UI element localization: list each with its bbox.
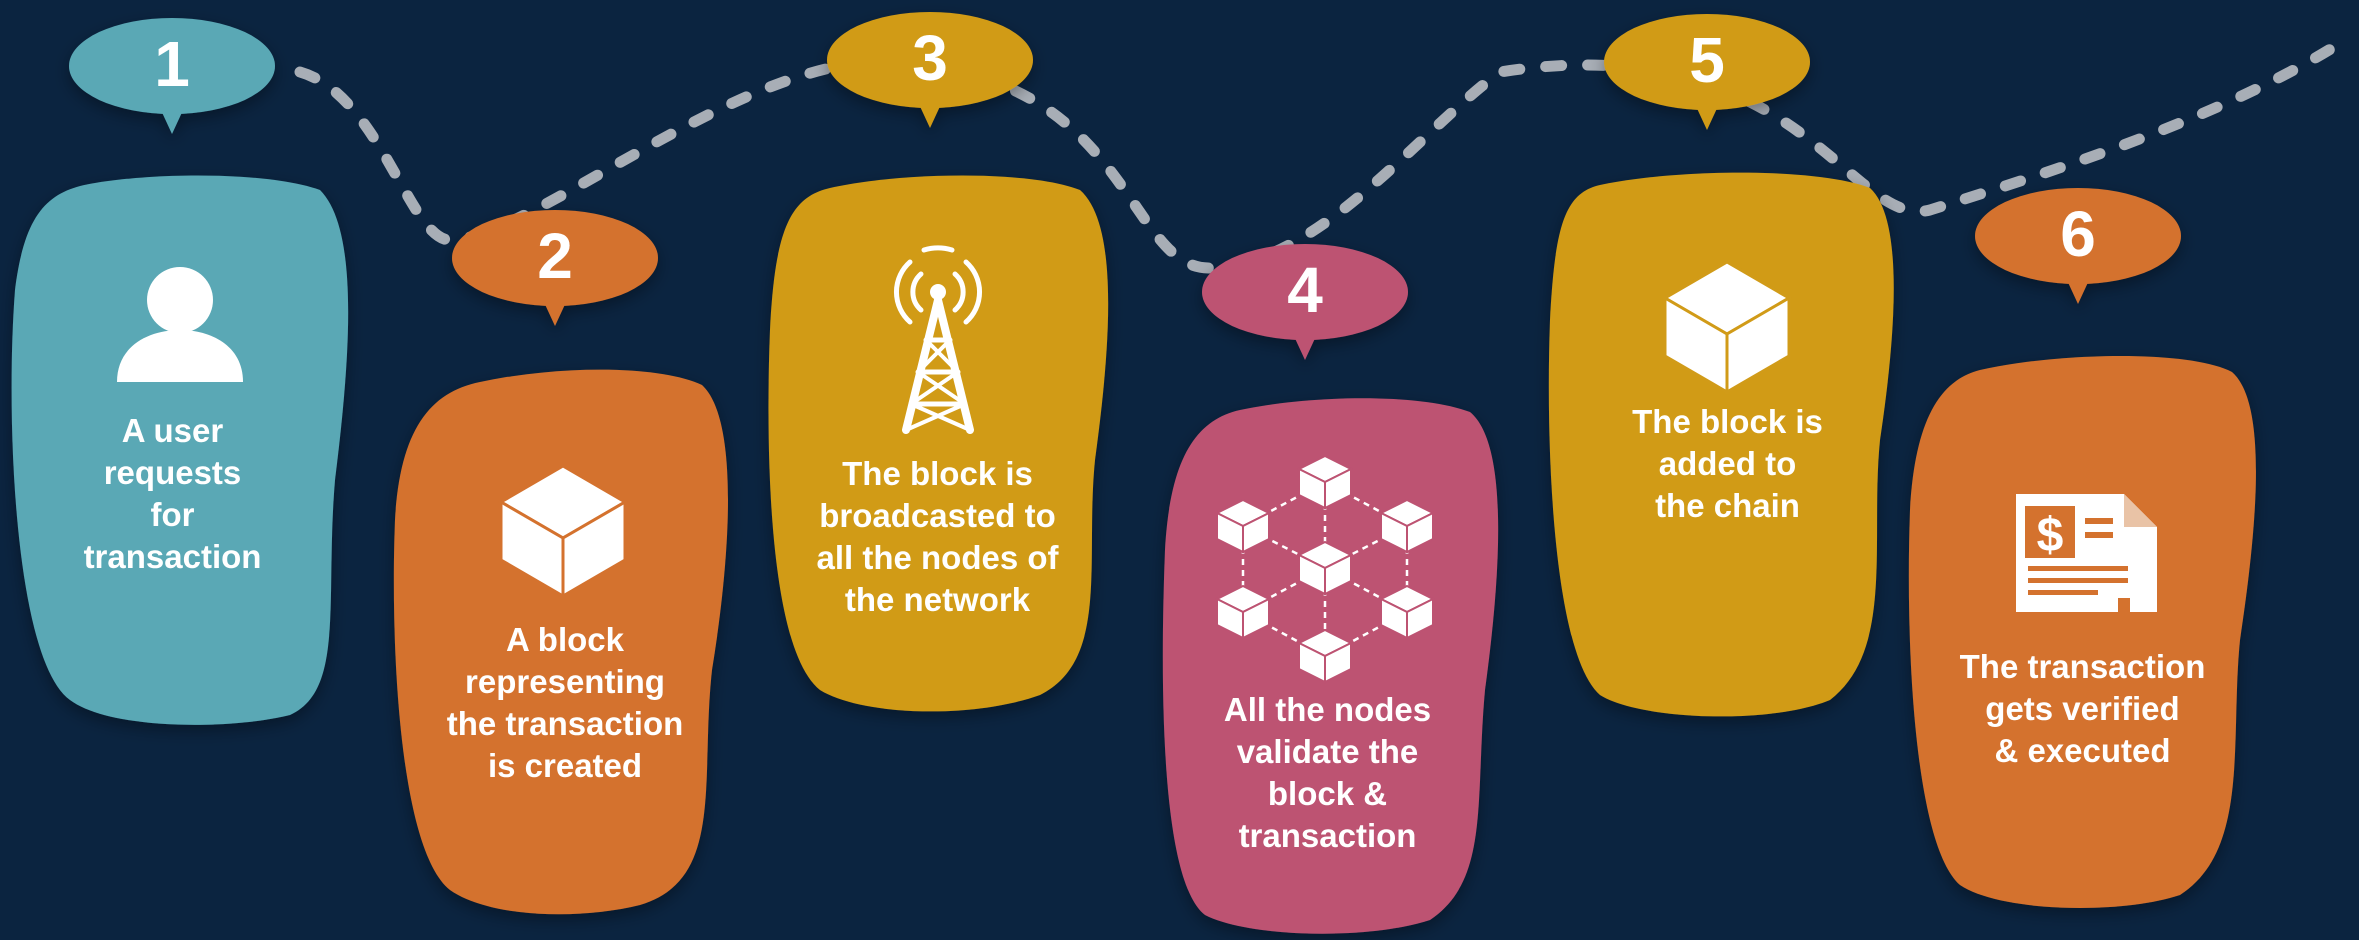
step-3-number: 3: [912, 22, 948, 94]
step-6-badge: [1975, 188, 2181, 304]
node-cube-icon: [1214, 498, 1272, 554]
step-1-badge: [69, 18, 275, 134]
step-4: [1162, 244, 1499, 934]
step-5-badge: [1604, 14, 1810, 130]
node-network-icon: [1214, 454, 1436, 684]
step-5-text: The block is added to the chain: [1632, 403, 1823, 524]
antenna-tower-icon: [894, 245, 982, 434]
step-1-text: A user requests for transaction: [83, 412, 262, 575]
step-2-card: [393, 369, 728, 915]
cube-icon: [498, 464, 628, 599]
node-cube-icon: [1378, 498, 1436, 554]
step-2-number: 2: [537, 220, 573, 292]
step-4-badge: [1202, 244, 1408, 360]
step-3-text: The block is broadcasted to all the node…: [816, 455, 1059, 618]
node-cube-icon: [1296, 628, 1354, 684]
node-cube-icon: [1296, 454, 1354, 510]
step-1-card: [11, 175, 349, 725]
step-6-number: 6: [2060, 198, 2096, 270]
user-icon: [117, 267, 243, 382]
node-cube-icon: [1378, 584, 1436, 640]
node-cube-icon: [1296, 540, 1354, 596]
step-4-text: All the nodes validate the block & trans…: [1223, 691, 1432, 854]
step-6: $: [1908, 188, 2256, 908]
step-2-text: A block representing the transaction is …: [446, 621, 684, 784]
step-1: [11, 18, 349, 725]
step-3-badge: [827, 12, 1033, 128]
step-2: [393, 210, 728, 915]
svg-text:$: $: [2037, 509, 2064, 562]
step-6-text: The transaction gets verified & executed: [1959, 648, 2206, 769]
step-2-badge: [452, 210, 658, 326]
step-6-card: [1908, 356, 2256, 908]
step-3: [768, 12, 1109, 712]
cube-icon: [1662, 260, 1792, 395]
step-5: [1548, 14, 1894, 717]
connector-path: [294, 34, 2351, 274]
step-5-card: [1548, 172, 1894, 717]
step-5-number: 5: [1689, 24, 1725, 96]
invoice-document-icon: $: [2016, 494, 2157, 612]
step-3-card: [768, 175, 1109, 712]
step-4-number: 4: [1287, 254, 1323, 326]
node-cube-icon: [1214, 584, 1272, 640]
step-1-number: 1: [154, 28, 190, 100]
